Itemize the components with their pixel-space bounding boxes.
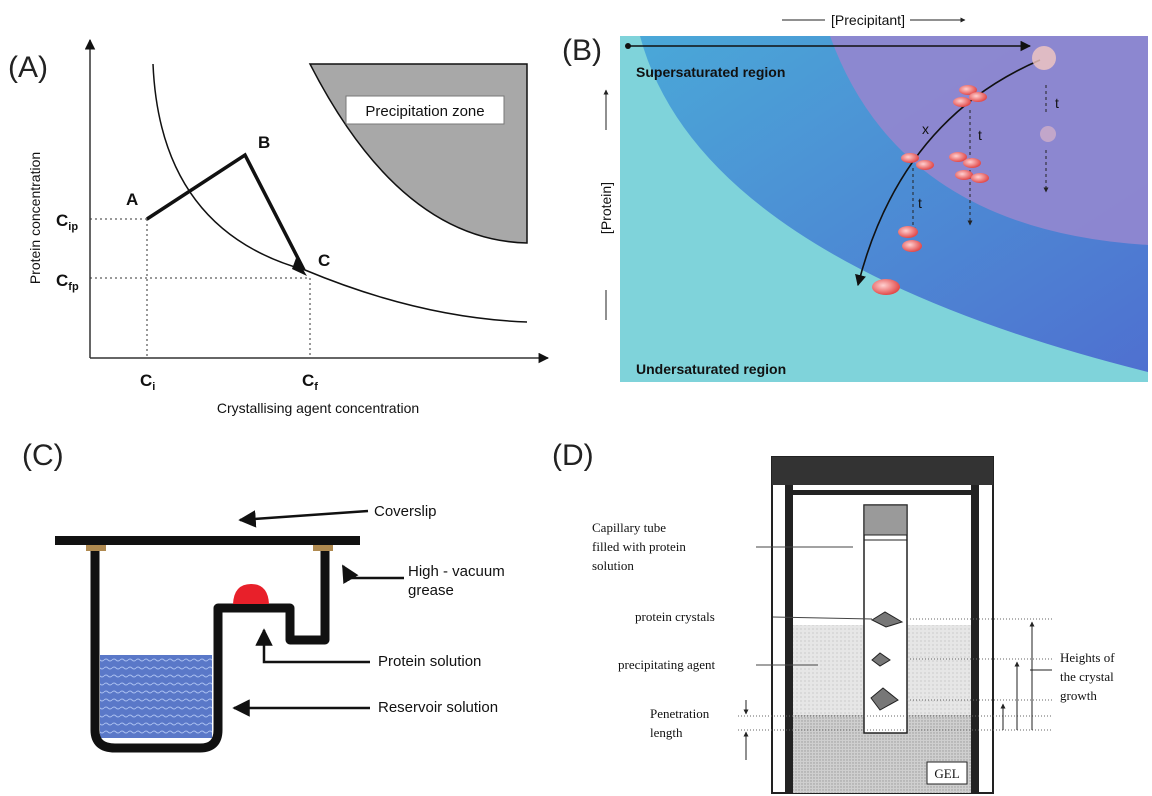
panel-d: (D) GEL — [552, 439, 1115, 794]
supersaturated-region — [830, 36, 1148, 245]
x-mark: x — [922, 121, 929, 137]
zone-label-box — [345, 95, 505, 125]
precipitant-axis-label: [Precipitant] — [831, 12, 905, 28]
agent-label: precipitating agent — [618, 657, 715, 672]
time-label-3: t — [918, 195, 922, 211]
crystal-1 — [870, 611, 904, 628]
crystal-3 — [870, 687, 899, 711]
x-tick-cf: Cf — [302, 371, 318, 393]
grease-label-2: grease — [408, 582, 454, 599]
well-wall — [90, 551, 330, 753]
protein-axis-label: [Protein] — [598, 182, 614, 234]
undersaturated-region — [620, 36, 1148, 382]
y-axis-label: Protein concentration — [27, 152, 43, 284]
protein-drop — [233, 584, 269, 604]
y-tick-cfp: Cfp — [56, 271, 79, 293]
panel-a-letter: (A) — [8, 51, 48, 84]
grease-left — [86, 545, 106, 551]
panel-b: (B) [Precipitant] [Protein] Supersaturat… — [562, 12, 1148, 382]
gel-label: GEL — [934, 766, 959, 781]
heights-label-2: the crystal — [1060, 669, 1114, 684]
panel-c-letter: (C) — [22, 439, 64, 472]
crystallization-path — [855, 59, 1041, 287]
point-c-label: C — [318, 251, 330, 270]
undersaturated-label: Undersaturated region — [636, 361, 786, 377]
time-label-2: t — [978, 127, 982, 143]
point-a-label: A — [126, 190, 138, 209]
pathway-arrowhead — [292, 258, 307, 276]
grease-right — [313, 545, 333, 551]
heights-label-1: Heights of — [1060, 650, 1115, 665]
coverslip — [55, 536, 360, 545]
panel-b-letter: (B) — [562, 34, 602, 67]
protein-solution-label: Protein solution — [378, 653, 481, 670]
reservoir-solution — [100, 655, 212, 738]
supersaturated-label: Supersaturated region — [636, 64, 785, 80]
panel-d-letter: (D) — [552, 439, 594, 472]
coverslip-label: Coverslip — [374, 503, 437, 520]
time-label-1: t — [1055, 95, 1059, 111]
capillary-label-1: Capillary tube — [592, 520, 666, 535]
crystal-clusters — [872, 46, 1056, 295]
precipitation-zone — [308, 63, 528, 244]
crystals-label: protein crystals — [635, 609, 715, 624]
reservoir-label: Reservoir solution — [378, 699, 498, 716]
x-axis-label: Crystallising agent concentration — [217, 400, 419, 416]
gel-label-box — [926, 761, 968, 785]
capillary-label-2: filled with protein — [592, 539, 686, 554]
container-cap — [772, 457, 993, 485]
capillary-label-3: solution — [592, 558, 634, 573]
heights-label-3: growth — [1060, 688, 1097, 703]
solubility-curve — [152, 63, 528, 323]
panel-a: (A) Precipitation zone A B C Cip Cfp Ci … — [8, 38, 550, 416]
crystal-2 — [871, 652, 891, 667]
penetration-label-1: Penetration — [650, 706, 710, 721]
zone-label: Precipitation zone — [365, 103, 484, 120]
penetration-label-2: length — [650, 725, 683, 740]
grease-label-1: High - vacuum — [408, 563, 505, 580]
y-tick-cip: Cip — [56, 211, 78, 233]
point-b-label: B — [258, 133, 270, 152]
pathway-line — [146, 152, 306, 271]
x-tick-ci: Ci — [140, 371, 155, 393]
panel-c: (C) Coverslip High - vacuum grease Prote… — [22, 439, 505, 753]
